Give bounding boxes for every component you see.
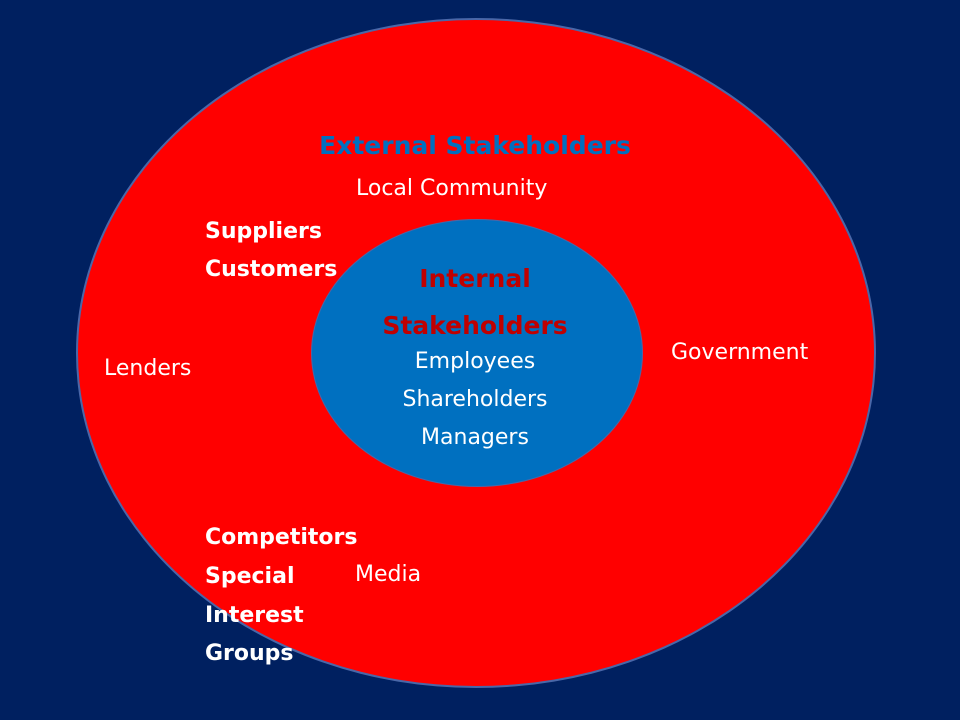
- shareholders-label: Shareholders: [402, 387, 548, 412]
- external-stakeholders-title: External Stakeholders: [319, 131, 631, 160]
- competitors-label: Competitors: [205, 525, 358, 550]
- lenders-label: Lenders: [104, 356, 192, 381]
- employees-label: Employees: [414, 349, 536, 374]
- special-label: Special: [205, 564, 295, 589]
- government-label: Government: [671, 340, 809, 365]
- customers-label: Customers: [205, 257, 338, 282]
- groups-label: Groups: [205, 641, 294, 666]
- internal-stakeholders-title: Internal Stakeholders: [340, 255, 610, 349]
- media-label: Media: [355, 562, 422, 587]
- internal-stakeholders-list: Employees Shareholders Managers: [340, 343, 610, 457]
- internal-title-line-1: Internal: [419, 264, 531, 293]
- managers-label: Managers: [421, 425, 529, 450]
- local-community-label: Local Community: [356, 176, 548, 201]
- suppliers-label: Suppliers: [205, 219, 322, 244]
- internal-stakeholders-circle: [312, 220, 642, 486]
- interest-label: Interest: [205, 603, 304, 628]
- internal-title-line-2: Stakeholders: [382, 311, 568, 340]
